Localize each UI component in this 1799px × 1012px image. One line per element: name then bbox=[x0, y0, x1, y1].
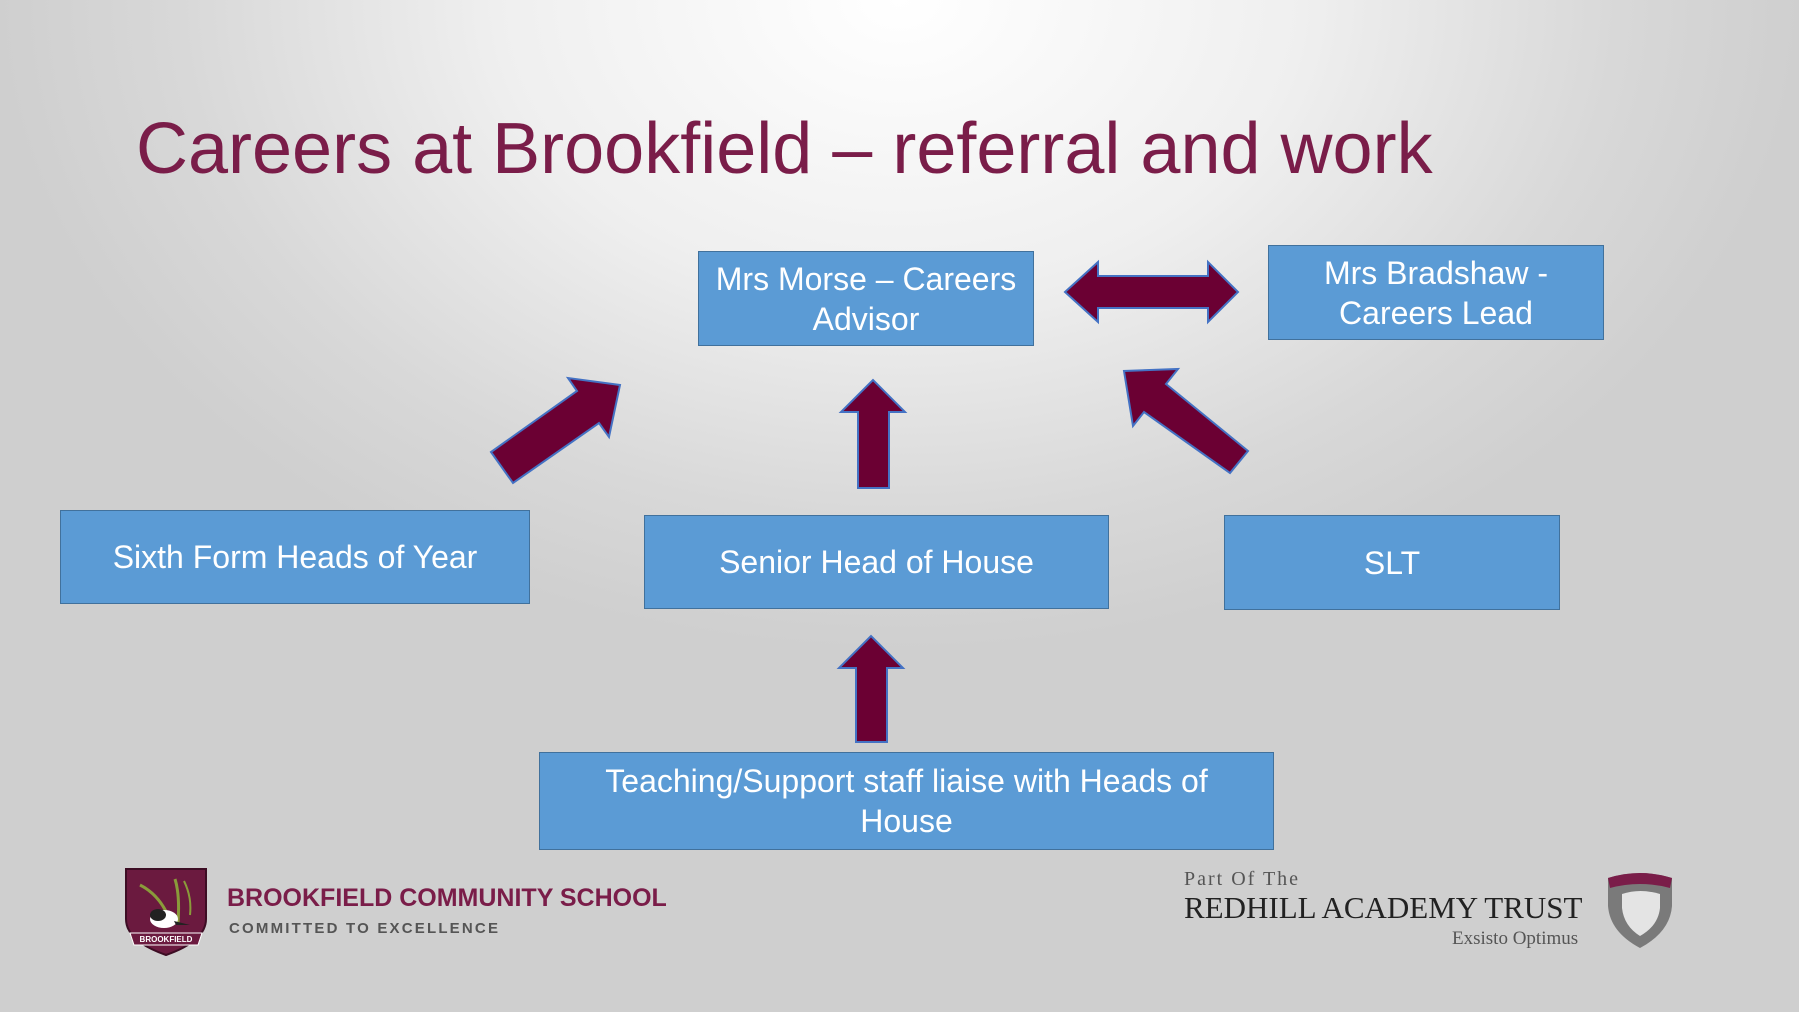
node-careers-lead: Mrs Bradshaw - Careers Lead bbox=[1268, 245, 1604, 340]
arrow-senior-head-to-advisor bbox=[838, 378, 908, 489]
node-slt-label: SLT bbox=[1363, 544, 1421, 581]
node-sixth-form-heads: Sixth Form Heads of Year bbox=[60, 510, 530, 604]
node-careers-advisor: Mrs Morse – Careers Advisor bbox=[698, 251, 1034, 346]
node-careers-advisor-label: Mrs Morse – Careers Advisor bbox=[715, 260, 1017, 337]
arrow-teaching-to-senior-head bbox=[836, 634, 906, 743]
node-careers-lead-label: Mrs Bradshaw - Careers Lead bbox=[1323, 254, 1549, 331]
school-tagline: COMMITTED TO EXCELLENCE bbox=[229, 920, 501, 937]
node-teaching-staff-label: Teaching/Support staff liaise with Heads… bbox=[605, 763, 1208, 839]
school-name: BROOKFIELD COMMUNITY SCHOOL bbox=[227, 884, 667, 912]
page-title: Careers at Brookfield – referral and wor… bbox=[136, 109, 1433, 189]
node-senior-head-of-house: Senior Head of House bbox=[644, 515, 1109, 609]
brookfield-crest-logo: BROOKFIELD bbox=[125, 868, 207, 957]
trust-motto: Exsisto Optimus bbox=[1452, 928, 1579, 949]
arrow-slt-to-advisor bbox=[1122, 367, 1250, 475]
node-teaching-staff: Teaching/Support staff liaise with Heads… bbox=[539, 752, 1274, 850]
arrow-advisor-lead bbox=[1063, 259, 1240, 325]
trust-name: REDHILL ACADEMY TRUST bbox=[1184, 890, 1583, 925]
trust-prefix: Part Of The bbox=[1184, 868, 1301, 890]
node-sixth-form-heads-label: Sixth Form Heads of Year bbox=[112, 539, 478, 575]
node-slt: SLT bbox=[1224, 515, 1560, 610]
brookfield-crest-text: BROOKFIELD bbox=[140, 935, 193, 944]
redhill-shield-logo bbox=[1608, 873, 1672, 948]
node-senior-head-of-house-label: Senior Head of House bbox=[719, 544, 1034, 580]
arrow-sixth-form-to-advisor bbox=[489, 376, 622, 485]
